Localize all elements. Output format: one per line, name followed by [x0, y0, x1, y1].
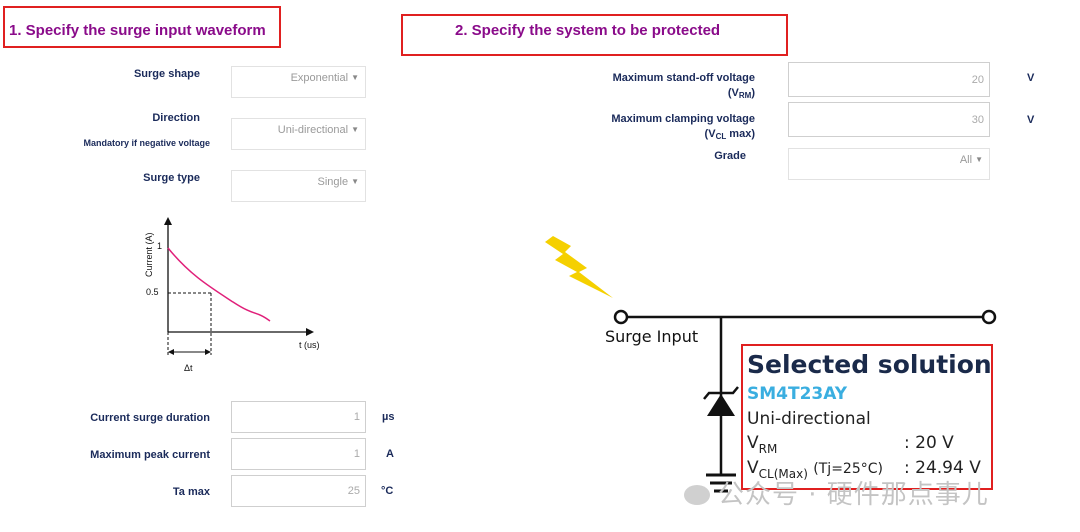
arrow-up-icon — [164, 217, 172, 225]
standoff-label: Maximum stand-off voltage (VRM) — [612, 72, 755, 100]
standoff-input[interactable]: 20 — [788, 62, 990, 97]
step2-box — [401, 14, 788, 56]
waveform-delta-label: Δt — [184, 363, 193, 373]
surge-shape-select[interactable]: Exponential▼ — [231, 66, 366, 98]
standoff-label-text: Maximum stand-off voltage — [612, 72, 755, 84]
clamping-label: Maximum clamping voltage (VCL max) — [611, 113, 755, 141]
direction-note: Mandatory if negative voltage — [83, 138, 210, 148]
waveform-curve — [167, 247, 271, 322]
clamping-suffix: max — [729, 128, 752, 140]
chevron-down-icon: ▼ — [351, 73, 359, 82]
waveform-tick-05: 0.5 — [146, 287, 159, 297]
wechat-icon — [684, 485, 710, 505]
direction-label: Direction — [152, 112, 200, 124]
vcl-sym: V — [747, 458, 759, 478]
ta-max-label: Ta max — [172, 486, 210, 498]
tvs-diode-icon — [703, 386, 739, 416]
ta-max-input[interactable]: 25 — [231, 475, 366, 507]
vcl-sub: CL(Max) — [758, 467, 808, 481]
duration-label: Current surge duration — [90, 412, 210, 424]
surge-type-value: Single — [317, 176, 349, 188]
waveform-y-label: Current (A) — [144, 232, 154, 277]
solution-part-number[interactable]: SM4T23AY — [747, 384, 848, 404]
clamping-sub: CL — [715, 132, 727, 141]
standoff-unit: V — [1027, 72, 1035, 84]
clamping-sym: V — [708, 128, 716, 140]
watermark: 公众号 · 硬件那点事儿 — [684, 474, 989, 511]
solution-title: Selected solution — [747, 350, 992, 379]
arrow-right-icon — [306, 328, 314, 336]
duration-input[interactable]: 1 — [231, 401, 366, 433]
vrm-sub: RM — [758, 442, 778, 456]
chevron-down-icon: ▼ — [351, 177, 359, 186]
peak-current-label: Maximum peak current — [90, 449, 210, 461]
watermark-text: 公众号 · 硬件那点事儿 — [718, 480, 989, 510]
selected-solution-panel — [741, 344, 993, 490]
standoff-sym: V — [731, 87, 739, 99]
peak-current-input[interactable]: 1 — [231, 438, 366, 470]
arrow-left-icon — [168, 349, 174, 355]
solution-direction: Uni-directional — [747, 409, 871, 429]
vcl-cond: (Tj=25°C) — [813, 461, 883, 477]
solution-vcl-value: : 24.94 V — [904, 458, 981, 478]
surge-shape-value: Exponential — [290, 72, 349, 84]
waveform-tick-1: 1 — [157, 241, 162, 251]
chevron-down-icon: ▼ — [351, 125, 359, 134]
duration-unit: µs — [382, 411, 395, 423]
clamping-input[interactable]: 30 — [788, 102, 990, 137]
waveform-diagram: Current (A) 1 0.5 t (us) Δt — [144, 217, 320, 373]
clamping-label-text: Maximum clamping voltage — [611, 113, 755, 125]
surge-input-label: Surge Input — [605, 327, 699, 346]
solution-vrm-label: VRM — [747, 433, 777, 456]
input-terminal — [613, 309, 629, 325]
step1-title: 1. Specify the surge input waveform — [9, 22, 266, 39]
direction-select[interactable]: Uni-directional▼ — [231, 118, 366, 150]
step2-title: 2. Specify the system to be protected — [455, 22, 721, 39]
solution-vrm-value: : 20 V — [904, 433, 954, 453]
peak-current-unit: A — [386, 448, 394, 460]
ground-icon — [706, 473, 736, 493]
solution-vcl-label: VCL(Max) (Tj=25°C) — [747, 458, 883, 481]
step1-box — [3, 6, 281, 48]
surge-shape-label: Surge shape — [133, 68, 200, 80]
lightning-icon — [545, 236, 613, 298]
standoff-sub: RM — [738, 91, 752, 100]
ta-max-unit: °C — [381, 485, 394, 497]
chevron-down-icon: ▼ — [975, 155, 983, 164]
surge-type-select[interactable]: Single▼ — [231, 170, 366, 202]
arrow-right-icon — [205, 349, 211, 355]
grade-label: Grade — [714, 150, 746, 162]
surge-type-label: Surge type — [143, 172, 200, 184]
output-terminal — [981, 309, 997, 325]
grade-value: All — [959, 154, 973, 166]
grade-select[interactable]: All▼ — [788, 148, 990, 180]
circuit-diagram — [613, 309, 997, 493]
vrm-sym: V — [747, 433, 759, 453]
clamping-unit: V — [1027, 114, 1035, 126]
direction-value: Uni-directional — [277, 124, 349, 136]
waveform-x-label: t (us) — [299, 340, 320, 350]
